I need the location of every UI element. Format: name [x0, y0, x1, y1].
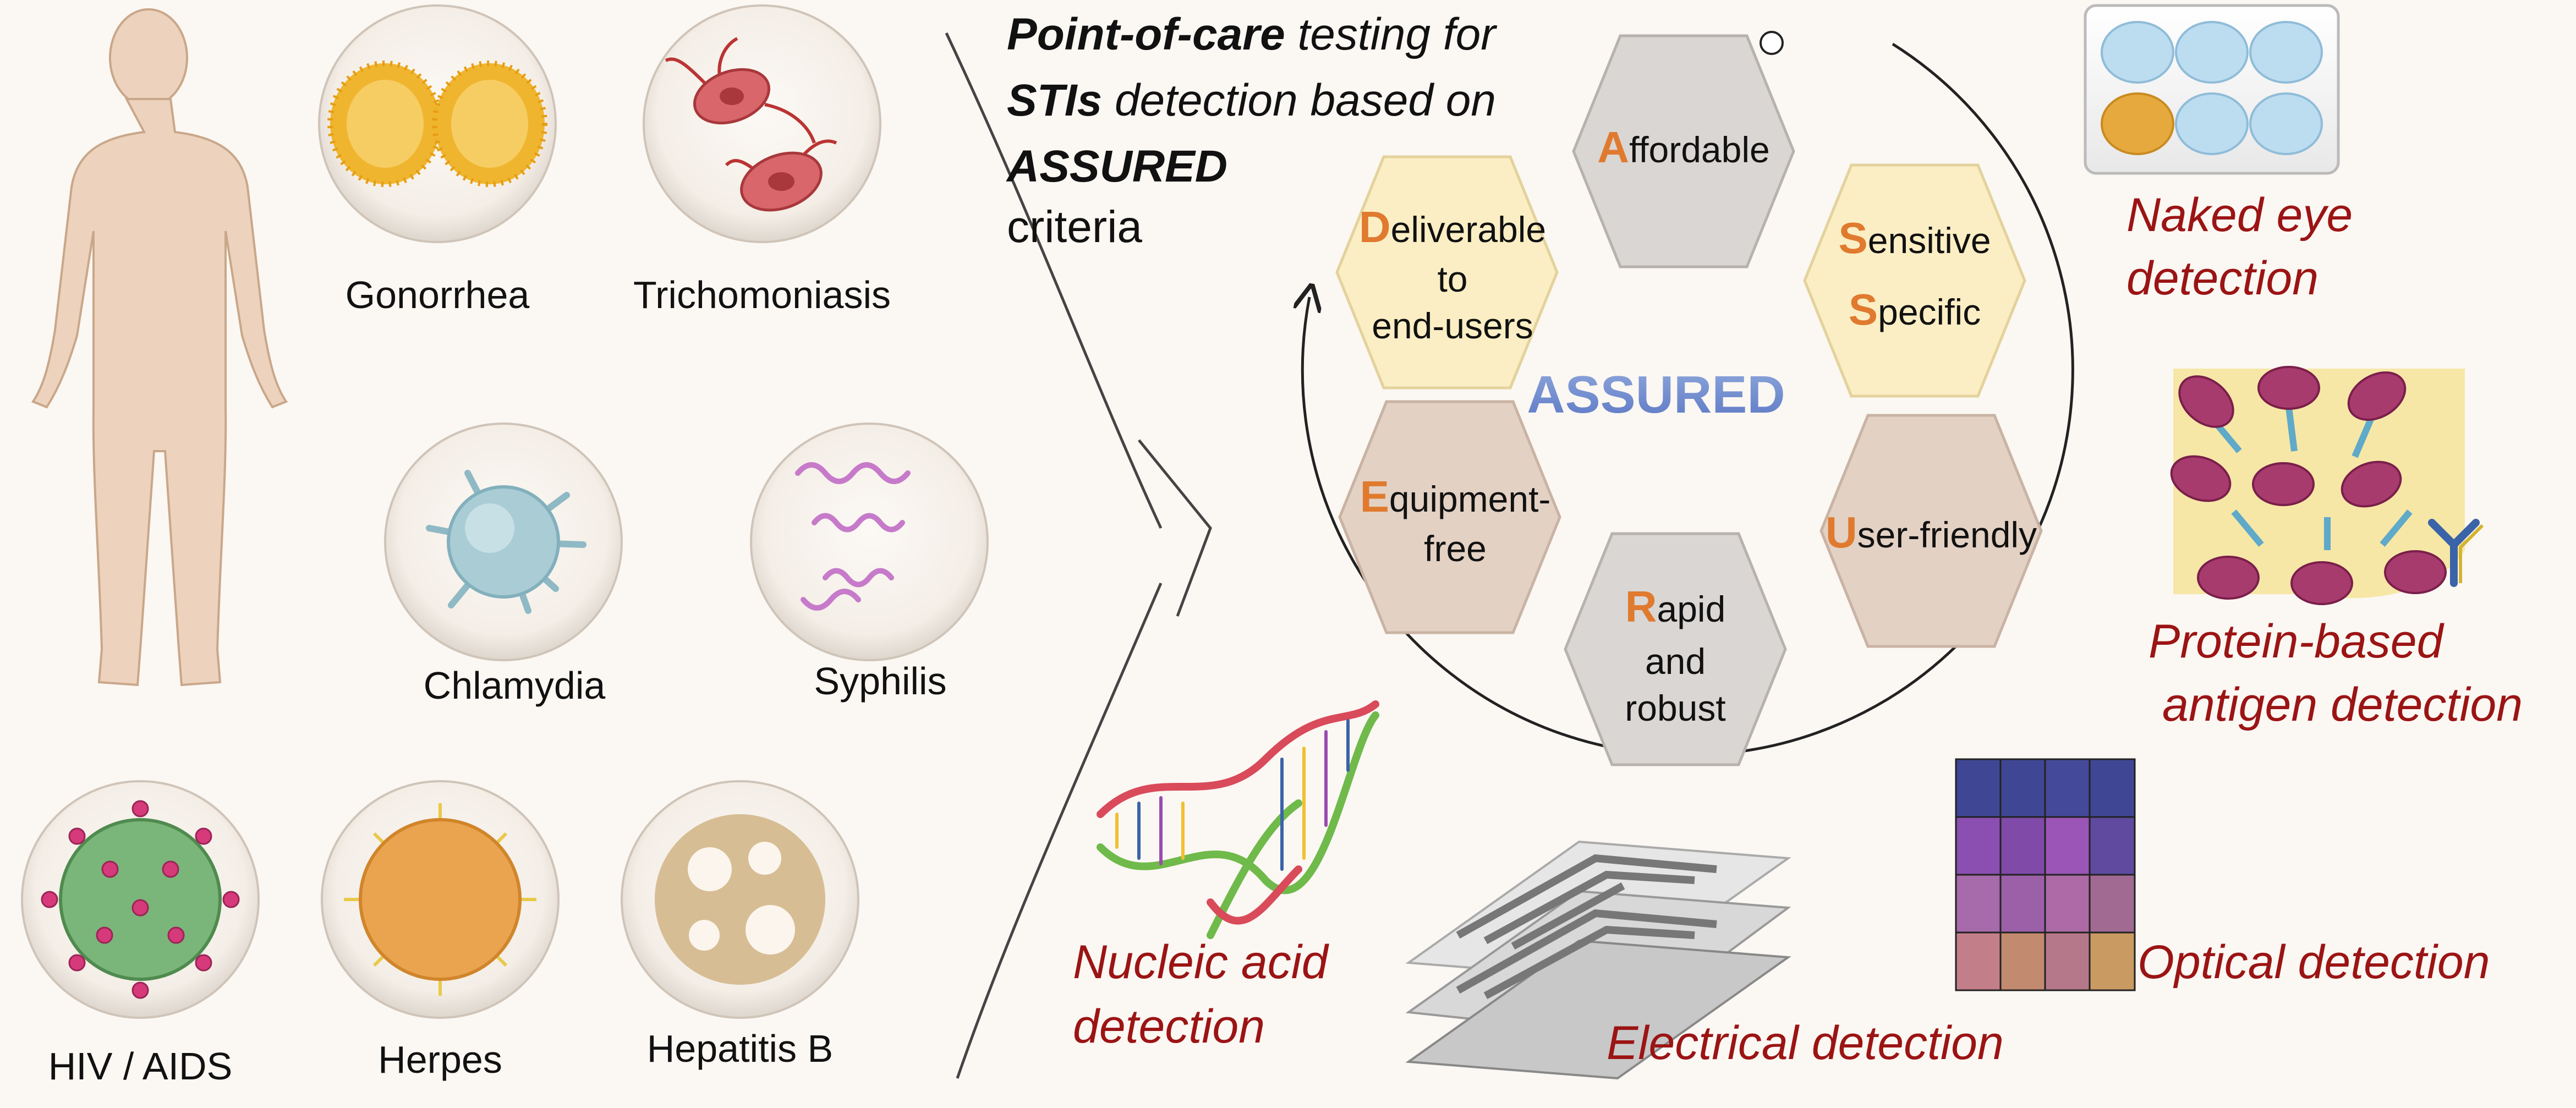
syphilis-spirochete-icon — [795, 462, 911, 611]
dish-syphilis — [750, 423, 989, 661]
svg-text:Affordable: Affordable — [1597, 123, 1769, 172]
hex-equipment-free: Equipment- free — [1338, 400, 1561, 634]
label-naked-eye-1: Naked eye — [2126, 189, 2353, 242]
hex-affordable: Affordable — [1572, 34, 1795, 268]
title-stis-bold: STIs — [1007, 75, 1102, 125]
disease-label-syphilis: Syphilis — [814, 660, 946, 703]
label-optical: Optical detection — [2137, 936, 2490, 989]
gonorrhea-bacteria-icon — [327, 61, 547, 187]
dna-helix-icon — [1097, 700, 1379, 939]
hiv-virus-icon — [41, 800, 240, 999]
label-robust: robust — [1625, 688, 1725, 728]
label-protein-2: antigen detection — [2162, 678, 2523, 731]
svg-text:Specific: Specific — [1849, 285, 1981, 334]
assured-cycle-arrow — [1302, 42, 2074, 757]
svg-text:Sensitive: Sensitive — [1838, 213, 1991, 262]
disease-label-herpes: Herpes — [378, 1038, 502, 1081]
svg-text:User-friendly: User-friendly — [1826, 508, 2037, 557]
label-electrical: Electrical detection — [1607, 1017, 2004, 1069]
label-end-users: end-users — [1372, 305, 1533, 346]
dish-hepatitis-b — [621, 780, 859, 1019]
svg-text:Point-of-care testing for: Point-of-care testing for — [1007, 9, 1498, 59]
antigen-antibody-icon — [2170, 366, 2484, 605]
well-plate-icon — [2084, 4, 2340, 175]
hex-rapid-robust: Rapid and robust — [1564, 532, 1787, 766]
disease-label-hiv: HIV / AIDS — [48, 1045, 233, 1088]
disease-label-chlamydia: Chlamydia — [424, 664, 606, 707]
svg-text:STIs detection based on: STIs detection based on — [1007, 75, 1496, 125]
svg-text:Equipment-: Equipment- — [1360, 472, 1551, 521]
dish-gonorrhea — [318, 4, 557, 243]
optical-color-grid-icon — [1955, 758, 2136, 991]
dish-herpes — [321, 780, 560, 1019]
initial-s1: S — [1838, 213, 1867, 262]
title-line2-rest: detection based on — [1102, 75, 1496, 125]
dish-hiv — [21, 780, 260, 1019]
label-sensitive: ensitive — [1868, 220, 1991, 261]
hex-deliverable: Deliverable to end-users — [1335, 155, 1559, 390]
label-rapid: apid — [1657, 589, 1726, 629]
initial-a: A — [1597, 123, 1629, 172]
initial-r: R — [1625, 582, 1657, 631]
hexagon-marker-icon — [1760, 31, 1784, 55]
title-line1-rest: testing for — [1285, 9, 1498, 59]
hex-sensitive-specific: Sensitive Specific — [1803, 163, 2026, 398]
initial-d: D — [1359, 202, 1391, 251]
initial-s2: S — [1849, 285, 1878, 334]
title-criteria: criteria — [1007, 202, 1142, 252]
convergence-arrow-icon — [945, 32, 1212, 1079]
label-and: and — [1645, 641, 1706, 682]
title-poc-bold: Point-of-care — [1007, 9, 1285, 59]
dish-trichomoniasis — [643, 4, 881, 243]
initial-u: U — [1826, 508, 1857, 557]
interdigitated-electrode-icon — [1405, 840, 1791, 1080]
initial-e: E — [1360, 472, 1389, 521]
herpes-virus-icon — [344, 803, 536, 996]
disease-label-hepatitis-b: Hepatitis B — [647, 1027, 833, 1070]
assured-center-label: ASSURED — [1527, 365, 1785, 424]
dish-chlamydia — [384, 423, 623, 661]
title-assured-bold: ASSURED — [1006, 141, 1227, 191]
label-to: to — [1437, 259, 1467, 299]
hepatitis-b-virus-icon — [655, 814, 825, 985]
label-affordable: ffordable — [1629, 129, 1770, 170]
figure-title: Point-of-care testing for STIs detection… — [1006, 9, 1498, 252]
label-user-friendly: ser-friendly — [1857, 514, 2037, 555]
label-free: free — [1424, 528, 1487, 569]
label-nucleic-2: detection — [1073, 1000, 1265, 1053]
disease-label-trichomoniasis: Trichomoniasis — [633, 273, 891, 316]
svg-text:Deliverable: Deliverable — [1359, 202, 1546, 251]
human-body-icon — [31, 8, 288, 687]
hex-user-friendly: User-friendly — [1819, 414, 2043, 648]
label-protein-1: Protein-based — [2149, 615, 2445, 668]
svg-text:Rapid: Rapid — [1625, 582, 1726, 631]
label-deliverable: eliverable — [1391, 209, 1547, 250]
label-specific: pecific — [1878, 292, 1981, 332]
label-equipment: quipment- — [1389, 479, 1551, 519]
disease-label-gonorrhea: Gonorrhea — [346, 273, 530, 316]
label-nucleic-1: Nucleic acid — [1073, 936, 1330, 989]
label-naked-eye-2: detection — [2126, 252, 2319, 305]
